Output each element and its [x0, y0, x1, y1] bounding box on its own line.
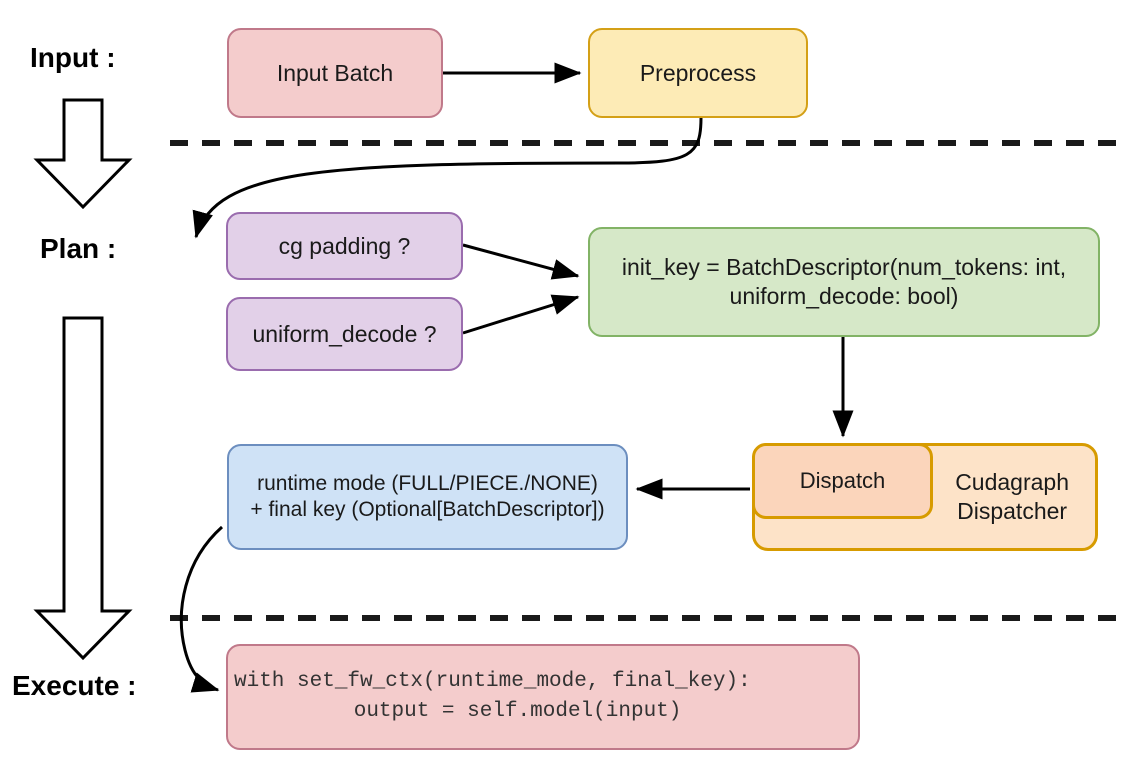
arrow-uniform-decode-to-init-key [462, 294, 580, 335]
input-batch-node[interactable]: Input Batch [227, 28, 443, 118]
cg-padding-label: cg padding ? [278, 232, 411, 259]
input-to-plan-arrow [33, 98, 133, 210]
dispatch-label: Dispatch [799, 468, 886, 494]
cudagraph-dispatcher-label: Cudagraph Dispatcher [955, 469, 1069, 524]
execute-code-node[interactable]: with set_fw_ctx(runtime_mode, final_key)… [226, 644, 860, 750]
cg-padding-node[interactable]: cg padding ? [226, 212, 463, 280]
uniform-decode-label: uniform_decode ? [252, 320, 437, 347]
init-key-node[interactable]: init_key = BatchDescriptor(num_tokens: i… [588, 227, 1100, 337]
input-batch-label: Input Batch [276, 59, 394, 86]
stage-label-plan: Plan : [40, 233, 117, 264]
preprocess-label: Preprocess [639, 59, 757, 86]
runtime-mode-label: runtime mode (FULL/PIECE./NONE) + final … [250, 471, 605, 521]
init-key-label: init_key = BatchDescriptor(num_tokens: i… [621, 254, 1067, 309]
runtime-mode-node[interactable]: runtime mode (FULL/PIECE./NONE) + final … [227, 444, 628, 550]
arrow-cg-padding-to-init-key [462, 243, 580, 280]
dispatch-node[interactable]: Dispatch [752, 443, 933, 519]
stage-label-input: Input : [30, 42, 116, 73]
uniform-decode-node[interactable]: uniform_decode ? [226, 297, 463, 371]
plan-to-execute-arrow [33, 316, 133, 661]
arrow-runtime-mode-to-execute-code [179, 525, 223, 693]
connectors [179, 62, 854, 693]
stage-label-execute: Execute : [12, 670, 137, 701]
block-arrows [33, 98, 133, 661]
execute-code-label: with set_fw_ctx(runtime_mode, final_key)… [234, 669, 751, 723]
arrow-preprocess-to-cg-padding [192, 117, 703, 239]
preprocess-node[interactable]: Preprocess [588, 28, 808, 118]
